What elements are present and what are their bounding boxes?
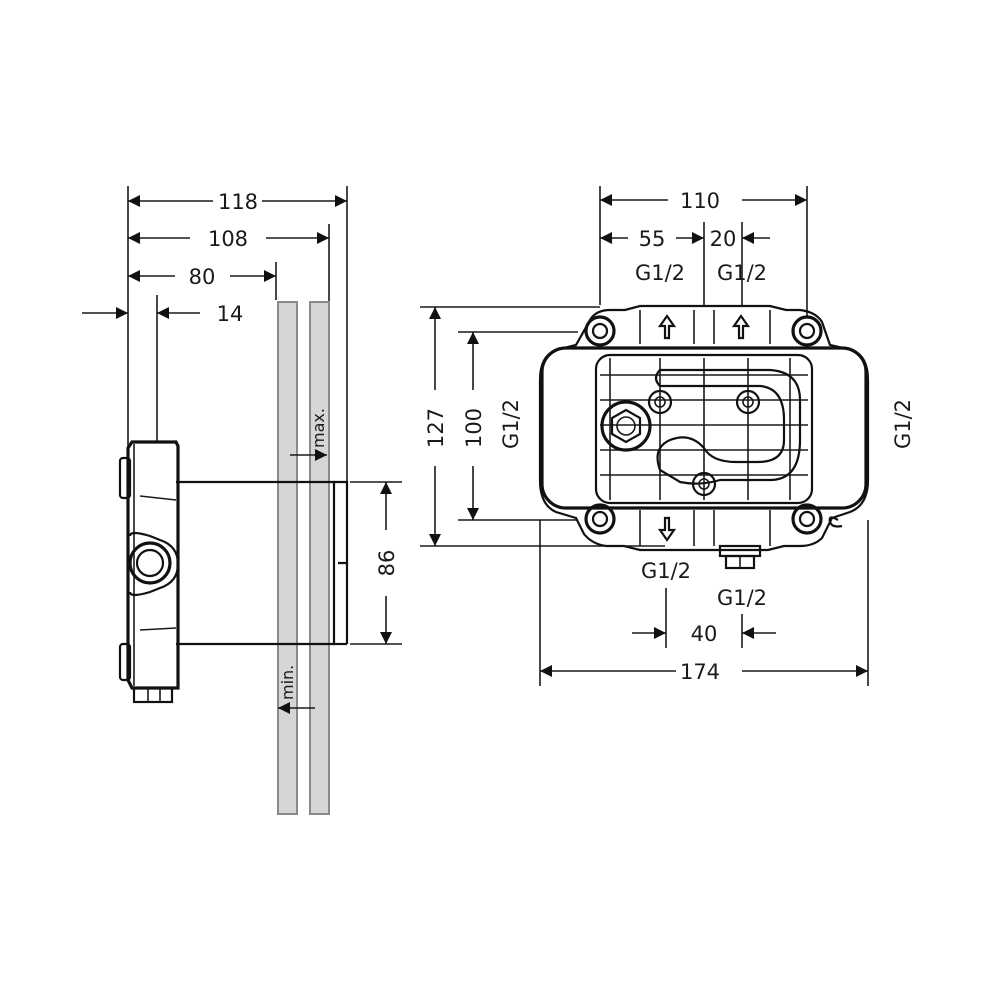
mounting-hole <box>584 315 616 347</box>
front-view: 110 55 20 G1/2 G1/2 127 100 <box>420 186 915 686</box>
max-indicator: max. <box>290 408 328 461</box>
dimension-55: 55 <box>600 227 704 251</box>
dimension-label: 80 <box>189 265 216 289</box>
dimension-label: 20 <box>710 227 737 251</box>
flow-arrow-up-icon <box>731 314 751 340</box>
dimension-label: 86 <box>375 550 399 577</box>
mounting-hole <box>791 315 823 347</box>
min-label: min. <box>278 665 297 700</box>
dimension-label: 100 <box>462 408 486 448</box>
dimension-40: 40 <box>632 622 776 646</box>
dimension-127: 127 <box>424 307 448 546</box>
dimension-20: 20 <box>710 227 770 251</box>
max-label: max. <box>309 408 328 448</box>
thread-label-bottom-right: G1/2 <box>717 586 767 610</box>
mounting-hole <box>791 503 823 535</box>
thread-label-bottom-left: G1/2 <box>641 559 691 583</box>
thread-label-top-right: G1/2 <box>717 261 767 285</box>
dimension-110: 110 <box>600 189 807 213</box>
dimension-label: 127 <box>424 408 448 448</box>
mounting-hole <box>584 503 616 535</box>
dimension-label: 55 <box>639 227 666 251</box>
wall-layer-inner <box>277 301 298 815</box>
dimension-108: 108 <box>128 227 329 251</box>
valve-body-side <box>118 440 349 704</box>
dimension-label: 174 <box>680 660 720 684</box>
thread-label-left-side: G1/2 <box>499 399 523 449</box>
dimension-86: 86 <box>350 481 402 645</box>
flow-arrow-down-icon <box>657 516 677 542</box>
dimension-118: 118 <box>128 190 347 214</box>
min-indicator: min. <box>278 665 315 714</box>
dimension-14: 14 <box>82 302 243 326</box>
dimension-label: 108 <box>208 227 248 251</box>
dimension-label: 14 <box>217 302 244 326</box>
dimension-174: 174 <box>540 660 868 684</box>
dimension-label: 40 <box>691 622 718 646</box>
dimension-80: 80 <box>128 265 276 289</box>
valve-body-front <box>538 304 870 570</box>
dimension-label: 110 <box>680 189 720 213</box>
dimension-label: 118 <box>218 190 258 214</box>
thread-label-right-side: G1/2 <box>891 399 915 449</box>
side-view: 118 108 80 14 <box>82 186 402 815</box>
dimension-100: 100 <box>462 332 486 520</box>
wall-layer-outer <box>309 301 330 815</box>
thread-label-top-left: G1/2 <box>635 261 685 285</box>
flow-arrow-up-icon <box>657 314 677 340</box>
